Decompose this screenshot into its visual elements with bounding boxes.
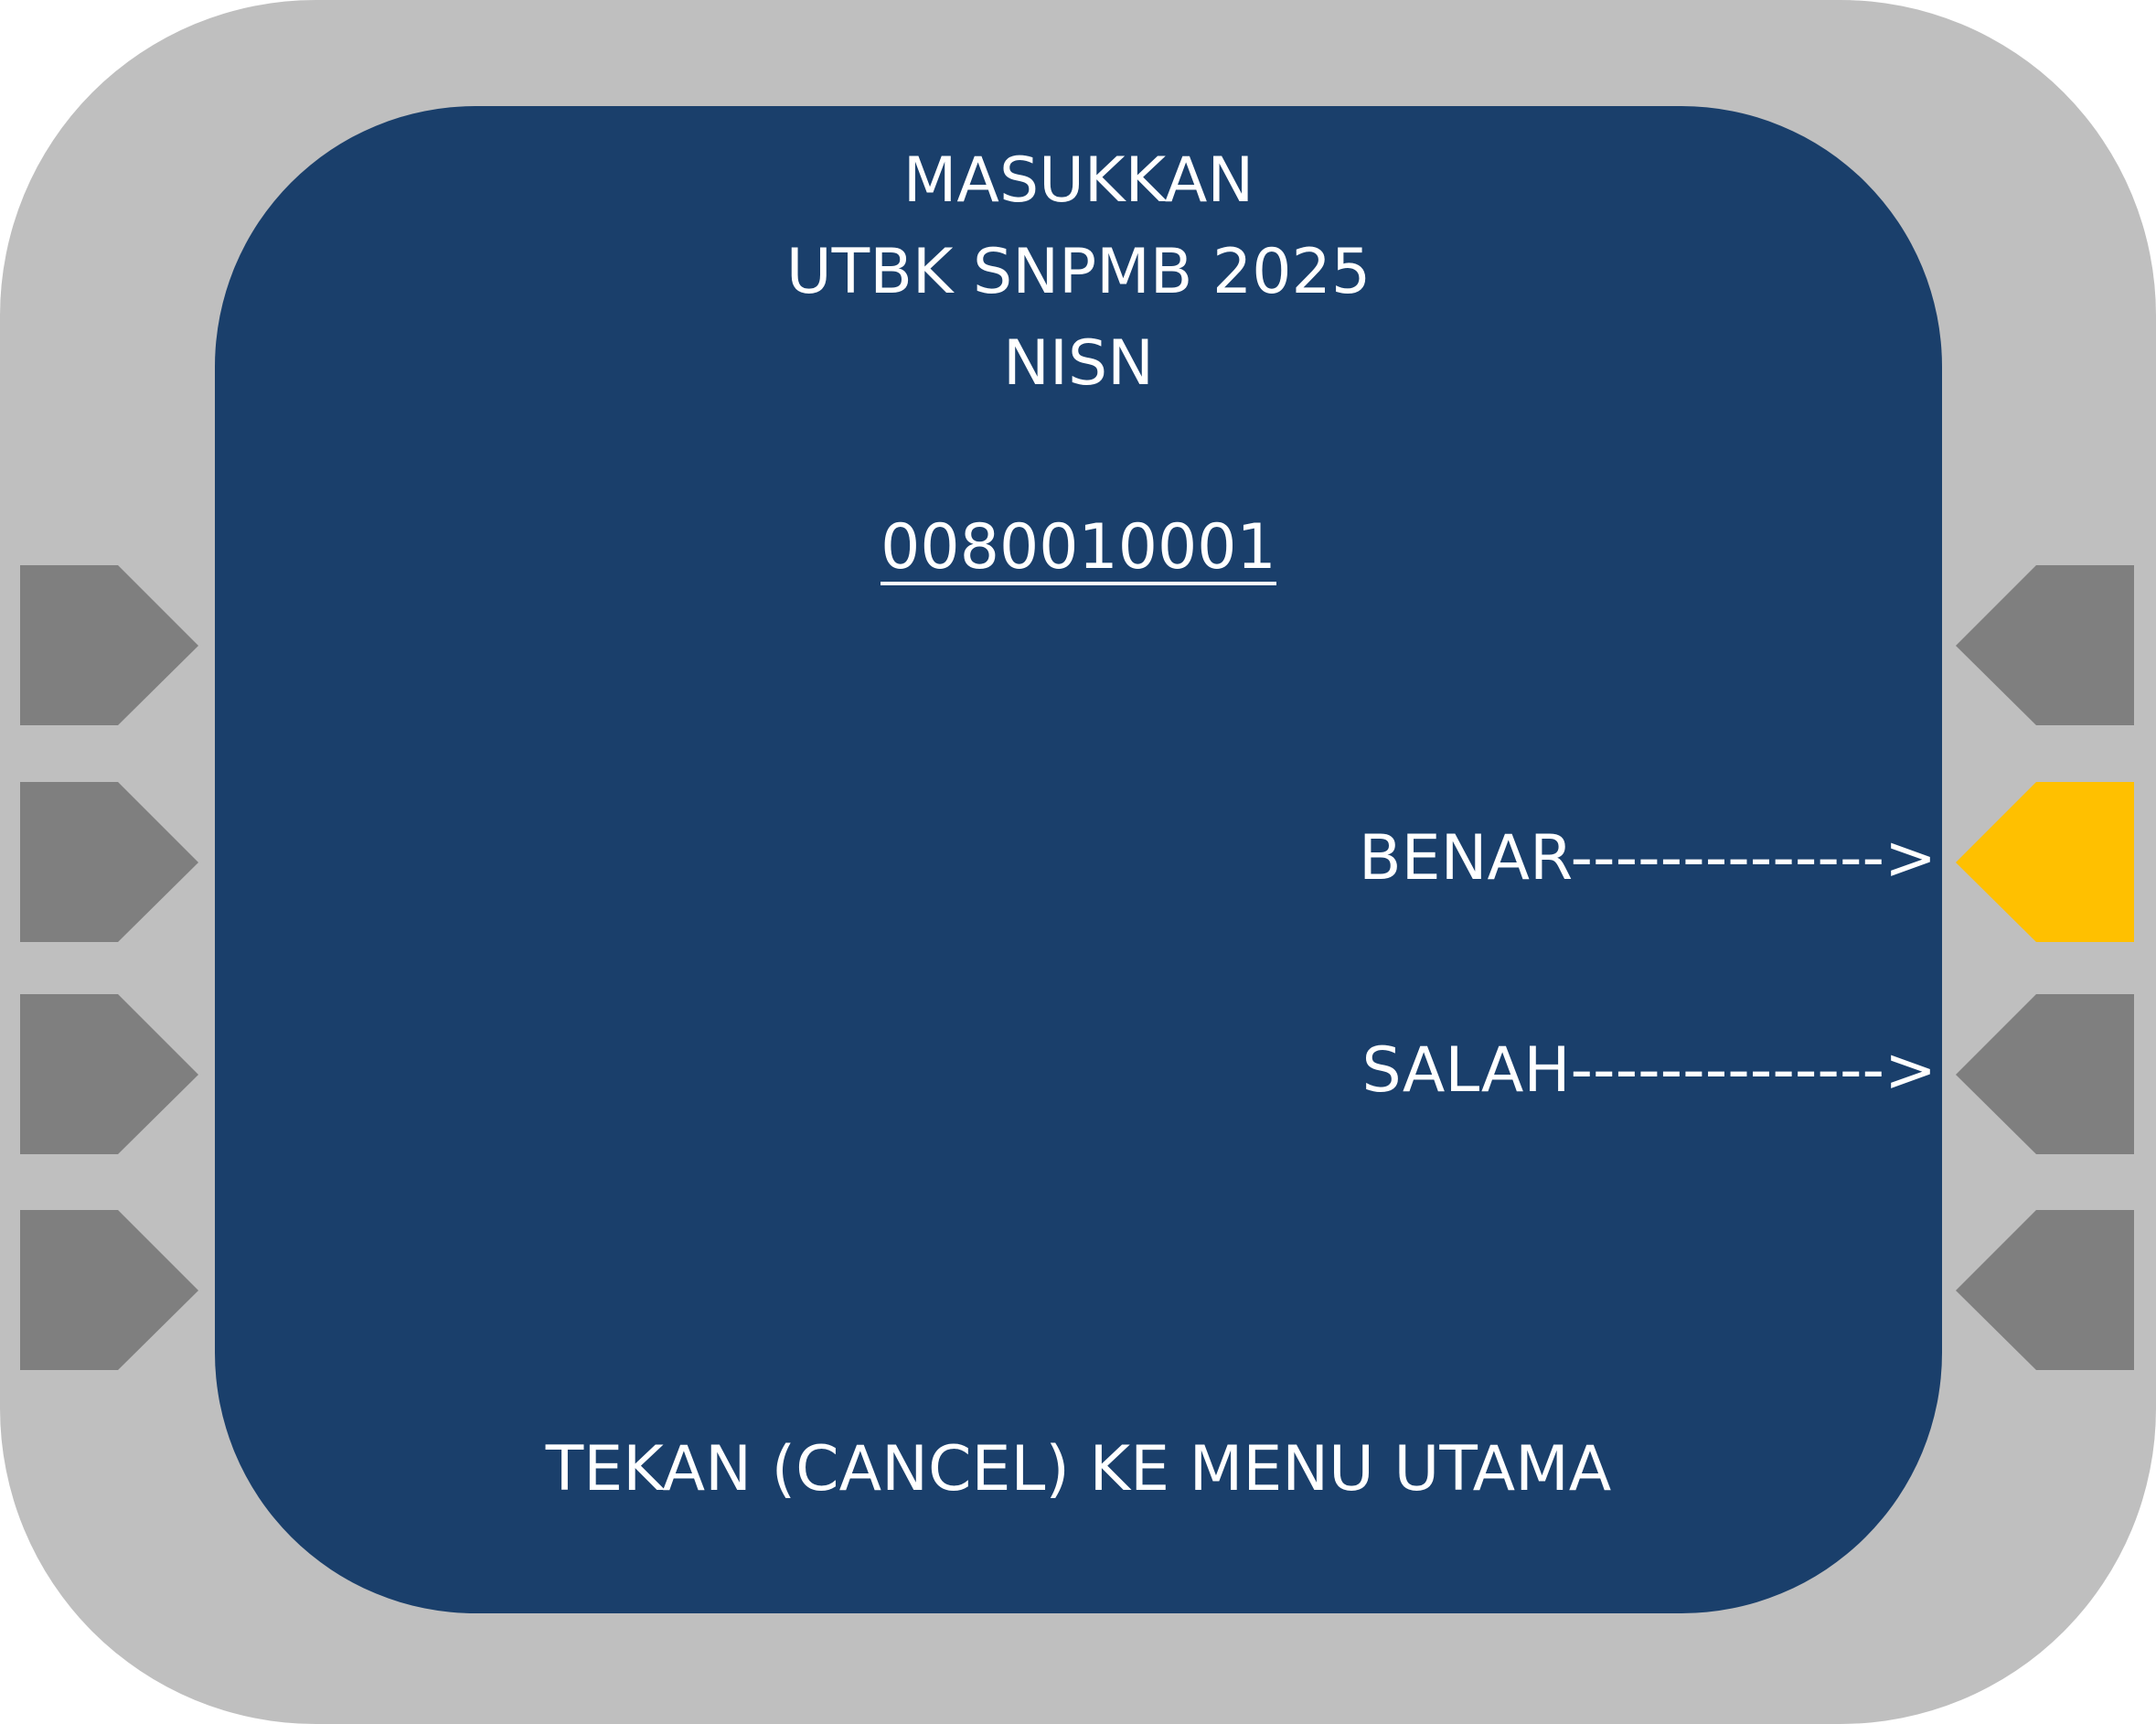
option-salah-label: SALAH--------------> (1361, 1034, 1937, 1107)
atm-screen: MASUKKAN UTBK SNPMB 2025 NISN 0080010001… (215, 106, 1942, 1613)
footer-instruction: TEKAN (CANCEL) KE MENU UTAMA (545, 1433, 1612, 1505)
left-key-2[interactable] (20, 782, 198, 942)
nisn-value: 0080010001 (215, 511, 1942, 585)
title-line-2: UTBK SNPMB 2025 (785, 236, 1372, 308)
right-key-1[interactable] (1956, 565, 2134, 725)
title-line-3: NISN (1003, 327, 1154, 400)
option-benar-label: BENAR--------------> (1359, 822, 1937, 894)
left-key-1[interactable] (20, 565, 198, 725)
nisn-value-text: 0080010001 (881, 511, 1276, 585)
title-line-1: MASUKKAN (902, 145, 1254, 217)
right-key-3-salah[interactable] (1956, 994, 2134, 1154)
left-key-3[interactable] (20, 994, 198, 1154)
left-key-4[interactable] (20, 1210, 198, 1370)
right-key-2-benar[interactable] (1956, 782, 2134, 942)
right-key-4[interactable] (1956, 1210, 2134, 1370)
